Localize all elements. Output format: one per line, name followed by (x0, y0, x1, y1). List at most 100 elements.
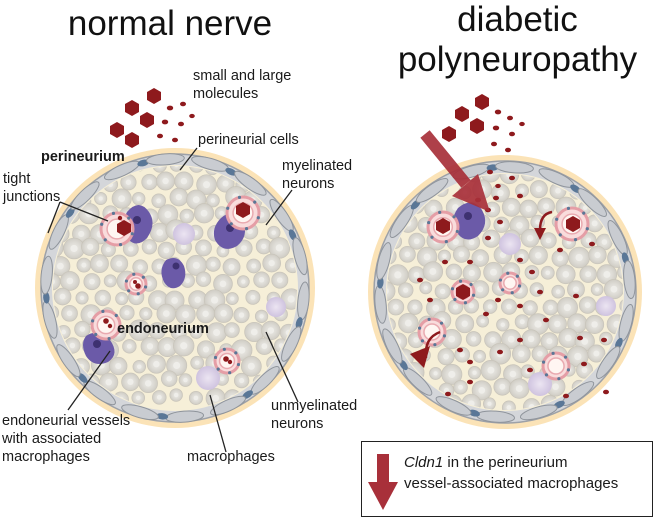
perineurial-cell (596, 345, 621, 379)
large-molecule (566, 216, 580, 232)
large-molecule (236, 202, 250, 218)
leaked-molecule (485, 235, 491, 241)
title-line-1: diabetic (457, 0, 578, 39)
leaked-molecule (517, 257, 523, 263)
label-perineurial-cells: perineurial cells (198, 132, 299, 148)
perineurial-cell (210, 395, 246, 416)
legend-line-1-text: in the perineurium (443, 454, 568, 471)
large-molecule (436, 218, 450, 234)
leaked-molecule (573, 293, 579, 299)
endoneurial-vessel (541, 351, 571, 381)
label-tight-junctions: tight junctions (3, 171, 61, 206)
tight-junction (468, 409, 480, 417)
leaked-molecule (563, 393, 569, 399)
macrophage-pale (596, 296, 616, 316)
leaked-molecule (467, 359, 473, 365)
leaked-molecule (603, 389, 609, 395)
leaked-molecule (517, 337, 523, 343)
leaked-molecule (577, 335, 583, 341)
macrophage-purple (453, 202, 486, 240)
leak-arrow-head (410, 346, 430, 368)
molecules-cluster-right (442, 94, 525, 189)
perineurial-cells-group (40, 153, 310, 423)
leaked-molecule (493, 195, 499, 201)
leaked-molecule (467, 259, 473, 265)
macrophage-pale (528, 372, 552, 396)
myelinated-neuron (152, 166, 167, 173)
down-arrow-icon (368, 454, 398, 510)
pointer-lines (47, 147, 299, 453)
endoneurial-vessel (124, 272, 148, 296)
normal-nerve-cross-section (35, 148, 315, 428)
endoneurial-vessel (90, 309, 122, 341)
label-myelinated-neurons: myelinated neurons (282, 158, 353, 193)
molecules-cluster-left (110, 88, 195, 148)
macrophage-pale (196, 366, 220, 390)
label-macrophages: macrophages (187, 449, 275, 465)
label-small-large-molecules: small and large molecules (193, 68, 292, 103)
leaked-molecule (517, 193, 523, 199)
myelinated-neuron (188, 166, 205, 173)
macrophage-purple (161, 258, 186, 289)
title-normal-nerve: normal nerve (67, 4, 273, 43)
perineurial-cell (121, 404, 159, 421)
small-molecule (223, 356, 229, 362)
perineurial-cell (382, 328, 403, 364)
leaked-molecule (457, 347, 463, 353)
perineurial-cell (494, 161, 534, 174)
small-molecule (227, 359, 233, 365)
perineurial-cell (415, 178, 449, 203)
perineurial-cell (292, 237, 308, 276)
leaked-molecule (467, 379, 473, 385)
perineurial-cell (519, 404, 558, 421)
perineurial-cell (56, 344, 81, 378)
myelinated-neuron (480, 174, 501, 183)
perineurial-cell (376, 242, 392, 281)
leaked-molecule (445, 391, 451, 397)
leaked-molecule (529, 269, 535, 275)
endoneurial-vessel (417, 317, 447, 347)
legend-box: Cldn1 in the perineurium vessel-associat… (361, 441, 653, 517)
myelinated-neuron (520, 174, 536, 182)
leak-arrow (538, 210, 553, 231)
leaked-molecule (557, 247, 563, 253)
leaked-molecule (543, 317, 549, 323)
tight-junction (295, 317, 303, 329)
penetration-arrow (420, 130, 490, 212)
macrophage-pale (499, 233, 521, 255)
endoneurial-vessel (498, 271, 522, 295)
label-endoneurium: endoneurium (117, 321, 209, 337)
leaked-molecule (495, 297, 501, 303)
small-molecule (135, 283, 141, 289)
large-molecule (456, 284, 470, 300)
leaked-molecule (497, 349, 503, 355)
tight-junction (65, 207, 75, 218)
macrophage-pale (266, 297, 286, 317)
diabetic-nerve-cross-section (368, 155, 642, 429)
legend-line-2: vessel-associated macrophages (404, 475, 619, 492)
label-perineurium: perineurium (41, 149, 125, 165)
leak-arrow-head (534, 228, 546, 240)
myelinated-neuron (619, 298, 623, 314)
title-line-2: polyneuropathy (397, 40, 638, 80)
perineurial-cell (40, 255, 53, 295)
large-molecule (117, 220, 131, 236)
leaked-molecule (581, 361, 587, 367)
title-diabetic-polyneuropathy: diabetic polyneuropathy (380, 0, 655, 81)
leaked-molecule (589, 241, 595, 247)
leaked-molecule (527, 367, 533, 373)
leaked-molecule (427, 297, 433, 303)
perineurial-cell (623, 260, 636, 300)
leaked-molecule (417, 277, 423, 283)
tight-junction (225, 167, 237, 176)
small-molecule (133, 280, 137, 284)
legend-line-1: Cldn1 in the perineurium (404, 454, 567, 472)
leaked-molecule (537, 289, 543, 295)
perineurial-cell (70, 181, 100, 210)
tight-junction (156, 413, 169, 420)
leaked-molecule (601, 337, 607, 343)
perineurial-cell (145, 153, 185, 166)
small-molecule (107, 323, 113, 329)
label-unmyelinated-neurons: unmyelinated neurons (271, 398, 358, 433)
